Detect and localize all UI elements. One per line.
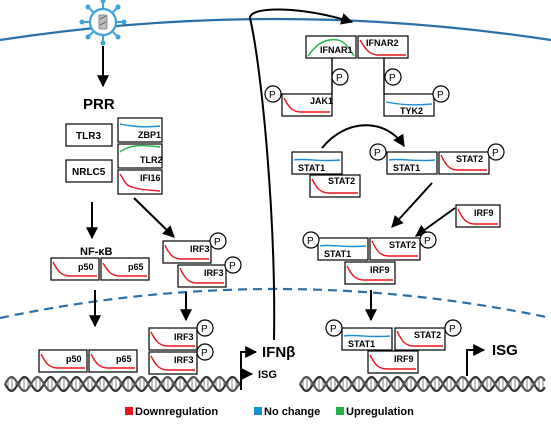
irf3-label-nuc-1: IRF3 <box>174 332 194 342</box>
stat1-trend-isgf3-cyto <box>319 244 367 248</box>
ifi16-trend <box>119 173 161 192</box>
p65-label-cyto: p65 <box>128 262 144 272</box>
prr-label: PRR <box>83 96 115 113</box>
tyk2-label: TYK2 <box>400 106 423 116</box>
ifnb-promoter-arrow <box>240 346 258 376</box>
p50-label-cyto: p50 <box>78 262 94 272</box>
irf3-label-cyto-2: IRF3 <box>204 268 224 278</box>
p50-trend-nuc <box>40 353 85 369</box>
tlr2-trend <box>119 144 161 153</box>
arrow-stat-activation <box>321 124 405 149</box>
arrow-stat-isgf3 <box>391 182 433 228</box>
irf9-label-free: IRF9 <box>474 208 494 218</box>
stat2-label-free: STAT2 <box>328 176 355 186</box>
zbp1-label: ZBP1 <box>138 130 161 140</box>
legend: Downregulation No change Upregulation <box>125 406 414 418</box>
tlr3-label: TLR3 <box>76 131 101 142</box>
irf3-label-nuc-2: IRF3 <box>174 355 194 365</box>
irf9-label-isgf3-nuc: IRF9 <box>394 354 414 364</box>
phospho-stat1-isgf3-cyto: P <box>307 236 314 247</box>
p50-label-nuc: p50 <box>66 354 82 364</box>
stat2-label-p: STAT2 <box>456 154 483 164</box>
isg-label-left: ISG <box>258 369 277 381</box>
irf3-trend-nuc-1 <box>150 331 195 347</box>
arrow-irf9-isgf3 <box>415 207 456 237</box>
phospho-stat2-isgf3-nuc: P <box>449 324 456 335</box>
stat1-label-p: STAT1 <box>393 163 420 173</box>
virus-icon <box>79 0 127 46</box>
phospho-jak1: P <box>269 90 276 101</box>
ifnar1-label: IFNAR1 <box>320 45 353 55</box>
arrow-prr-irf3 <box>133 197 175 238</box>
phospho-irf3-cyto-1: P <box>214 237 221 248</box>
stat1-trend-free <box>293 158 341 162</box>
tyk2-trend <box>385 101 433 106</box>
legend-swatch-down <box>125 407 133 415</box>
isg-label-right: ISG <box>492 342 518 359</box>
stat1-label-free: STAT1 <box>298 163 325 173</box>
irf9-trend-isgf3-nuc <box>369 354 416 370</box>
plasma-membrane <box>0 17 551 42</box>
nfkb-label: NF-κB <box>80 246 112 258</box>
legend-label-up: Upregulation <box>346 406 414 418</box>
legend-swatch-nochange <box>254 407 262 415</box>
isg-promoter-arrow-left <box>240 368 254 390</box>
p65-trend-cyto <box>102 262 147 277</box>
phospho-stat2-isgf3-cyto: P <box>424 236 431 247</box>
p50-trend-cyto <box>52 261 97 277</box>
irf3-trend-nuc-2 <box>150 355 195 371</box>
irf9-trend-isgf3-cyto <box>346 265 393 281</box>
ifnar2-label: IFNAR2 <box>366 38 399 48</box>
phospho-irf3-nuc-1: P <box>201 324 208 335</box>
phospho-ifnar2: P <box>389 73 396 84</box>
tlr2-label: TLR2 <box>140 155 163 165</box>
phospho-irf3-cyto-2: P <box>229 261 236 272</box>
dna-strand <box>299 376 546 392</box>
legend-label-nochange: No change <box>264 406 320 418</box>
jak1-label: JAK1 <box>310 96 333 106</box>
irf3-trend-cyto-1 <box>164 244 209 260</box>
legend-swatch-up <box>336 407 344 415</box>
phospho-stat2: P <box>492 148 499 159</box>
p65-trend-nuc <box>90 353 135 369</box>
stat2-trend-isgf3-cyto <box>371 240 418 257</box>
irf9-trend-free <box>457 208 498 225</box>
nrlc5-label: NRLC5 <box>72 167 106 178</box>
irf3-label-cyto-1: IRF3 <box>190 244 210 254</box>
isg-promoter-arrow-right <box>466 344 486 376</box>
dna-strand <box>4 376 241 392</box>
phospho-stat1: P <box>374 148 381 159</box>
phospho-stat1-isgf3-nuc: P <box>330 324 337 335</box>
irf9-label-isgf3-cyto: IRF9 <box>370 265 390 275</box>
phospho-tyk2: P <box>437 90 444 101</box>
legend-label-down: Downregulation <box>135 406 218 418</box>
nuclear-membrane <box>0 287 551 320</box>
dna-strand <box>299 376 546 392</box>
stat2-trend-isgf3-nuc <box>396 330 443 347</box>
stat1-trend-isgf3-nuc <box>343 334 391 338</box>
ifi16-label: IFI16 <box>140 173 161 183</box>
stat2-trend-p <box>440 154 487 171</box>
zbp1-trend <box>119 123 161 128</box>
irf3-trend-cyto-2 <box>179 267 224 284</box>
arrow-ifnb-ifnar <box>248 8 354 341</box>
jak1-trend <box>283 97 330 113</box>
stat1-label-isgf3-nuc: STAT1 <box>348 339 375 349</box>
stat1-label-isgf3-cyto: STAT1 <box>324 249 351 259</box>
stat2-trend-free <box>311 178 358 194</box>
ifnar1-trend <box>307 38 355 57</box>
dna-left <box>4 376 241 392</box>
phospho-ifnar1: P <box>336 73 343 84</box>
phospho-irf3-nuc-2: P <box>201 348 208 359</box>
ifnar2-trend <box>359 39 406 56</box>
stat2-label-isgf3-nuc: STAT2 <box>414 330 441 340</box>
ifnb-label: IFNβ <box>262 344 295 361</box>
dna-right <box>299 376 546 392</box>
stat2-label-isgf3-cyto: STAT2 <box>389 240 416 250</box>
stat1-trend-p <box>388 158 436 162</box>
p65-label-nuc: p65 <box>116 354 132 364</box>
